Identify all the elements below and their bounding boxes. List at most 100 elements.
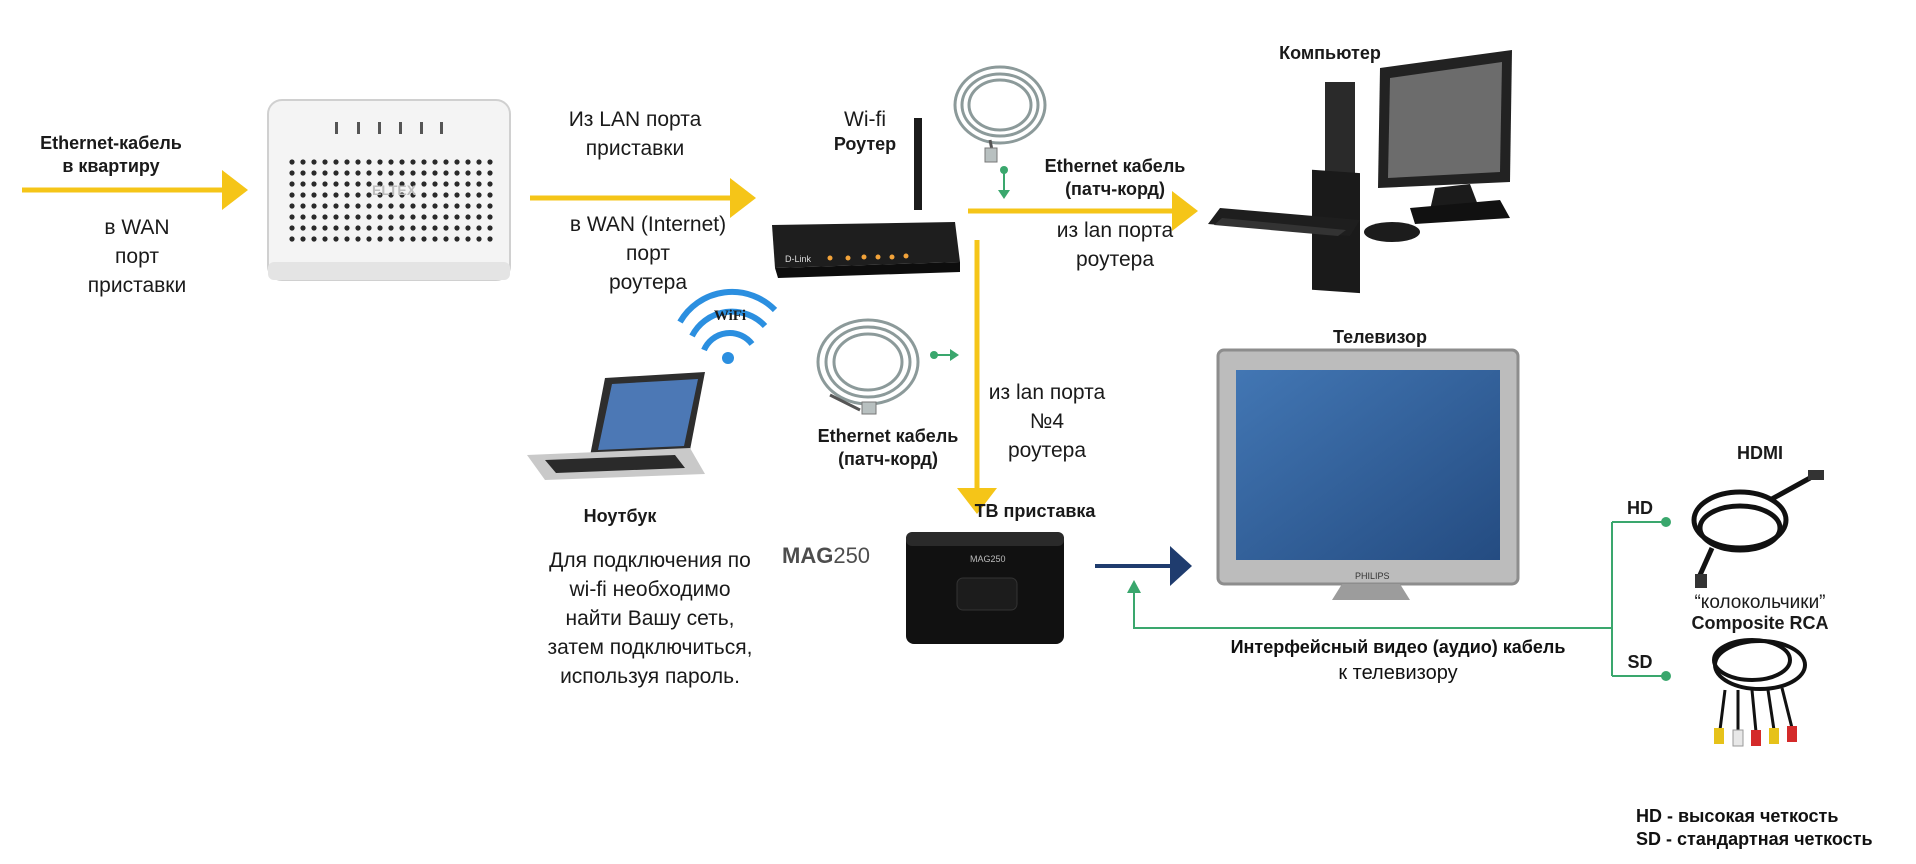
- vent-hole: [333, 203, 339, 209]
- vent-hole: [388, 225, 394, 231]
- label-computer: Компьютер: [1279, 43, 1381, 63]
- vent-hole: [454, 225, 460, 231]
- vent-hole: [322, 236, 328, 242]
- vent-hole: [432, 181, 438, 187]
- vent-hole: [289, 203, 295, 209]
- vent-hole: [443, 225, 449, 231]
- vent-hole: [289, 236, 295, 242]
- label-from-lan: Из LAN порта приставки: [568, 108, 702, 160]
- vent-hole: [355, 159, 361, 165]
- vent-hole: [454, 203, 460, 209]
- vent-hole: [289, 192, 295, 198]
- wifi-signal-icon: [677, 288, 778, 364]
- label-ethernet-in-text: Ethernet-кабель в квартиру: [40, 133, 182, 176]
- vent-hole: [443, 192, 449, 198]
- philips-brand: PHILIPS: [1355, 571, 1390, 581]
- patch-marker-mid: [930, 349, 959, 361]
- arrow-router-to-computer: [968, 191, 1198, 231]
- vent-hole: [322, 203, 328, 209]
- vent-hole: [432, 203, 438, 209]
- vent-hole: [421, 181, 427, 187]
- vent-hole: [344, 159, 350, 165]
- vent-hole: [355, 170, 361, 176]
- patch-marker-top: [998, 166, 1010, 199]
- arrow-ethernet-in: [22, 170, 248, 210]
- vent-hole: [300, 236, 306, 242]
- vent-hole: [366, 214, 372, 220]
- vent-hole: [366, 236, 372, 242]
- label-wifi-note: Для подключения по wi-fi необходимо найт…: [547, 549, 753, 688]
- label-patch-mid: Ethernet кабель (патч-корд): [817, 426, 959, 469]
- vent-hole: [300, 181, 306, 187]
- legend-sd: SD - стандартная четкость: [1636, 829, 1873, 849]
- vent-hole: [432, 192, 438, 198]
- vent-hole: [333, 181, 339, 187]
- vent-hole: [322, 192, 328, 198]
- vent-hole: [322, 225, 328, 231]
- vent-hole: [322, 214, 328, 220]
- vent-hole: [300, 214, 306, 220]
- vent-hole: [377, 214, 383, 220]
- label-video-cable: Интерфейсный видео (аудио) кабель к теле…: [1198, 634, 1598, 686]
- vent-hole: [333, 159, 339, 165]
- vent-hole: [465, 214, 471, 220]
- vent-hole: [388, 214, 394, 220]
- vent-hole: [355, 181, 361, 187]
- vent-hole: [476, 225, 482, 231]
- stb-brand: MAG250: [970, 554, 1006, 564]
- vent-hole: [388, 181, 394, 187]
- vent-hole: [322, 159, 328, 165]
- label-tv: Телевизор: [1333, 327, 1427, 347]
- vent-hole: [421, 214, 427, 220]
- vent-hole: [311, 192, 317, 198]
- patch-cord-mid: [816, 318, 920, 415]
- vent-hole: [289, 170, 295, 176]
- vent-hole: [377, 181, 383, 187]
- vent-hole: [289, 225, 295, 231]
- vent-hole: [377, 236, 383, 242]
- vent-hole: [333, 214, 339, 220]
- vent-hole: [476, 214, 482, 220]
- label-laptop: Ноутбук: [583, 506, 657, 526]
- vent-hole: [377, 170, 383, 176]
- vent-hole: [465, 236, 471, 242]
- vent-hole: [421, 236, 427, 242]
- vent-hole: [388, 203, 394, 209]
- vent-hole: [300, 159, 306, 165]
- stb-device: MAG250: [906, 532, 1064, 644]
- arrow-ont-to-router: [530, 178, 756, 218]
- vent-hole: [322, 170, 328, 176]
- vent-hole: [300, 203, 306, 209]
- vent-hole: [465, 192, 471, 198]
- vent-hole: [454, 236, 460, 242]
- label-bells: “колокольчики”: [1694, 592, 1826, 613]
- label-sd: SD: [1627, 652, 1653, 672]
- vent-hole: [377, 159, 383, 165]
- vent-hole: [487, 225, 493, 231]
- vent-hole: [443, 203, 449, 209]
- computer-device: [1208, 50, 1512, 294]
- vent-hole: [454, 181, 460, 187]
- vent-hole: [454, 192, 460, 198]
- vent-hole: [399, 214, 405, 220]
- vent-hole: [476, 170, 482, 176]
- vent-hole: [454, 159, 460, 165]
- rca-cable: [1712, 638, 1807, 747]
- label-router: Роутер: [833, 134, 897, 154]
- laptop-device: [527, 372, 705, 480]
- vent-hole: [454, 170, 460, 176]
- vent-hole: [465, 170, 471, 176]
- vent-hole: [399, 159, 405, 165]
- vent-hole: [311, 203, 317, 209]
- vent-hole: [399, 181, 405, 187]
- vent-hole: [465, 159, 471, 165]
- patch-cord-top: [953, 65, 1047, 163]
- vent-hole: [311, 181, 317, 187]
- vent-hole: [300, 225, 306, 231]
- vent-hole: [366, 203, 372, 209]
- vent-hole: [311, 225, 317, 231]
- label-video-cable-rest: к телевизору: [1338, 662, 1458, 684]
- vent-hole: [333, 225, 339, 231]
- label-hd: HD: [1627, 498, 1653, 518]
- vent-hole: [421, 203, 427, 209]
